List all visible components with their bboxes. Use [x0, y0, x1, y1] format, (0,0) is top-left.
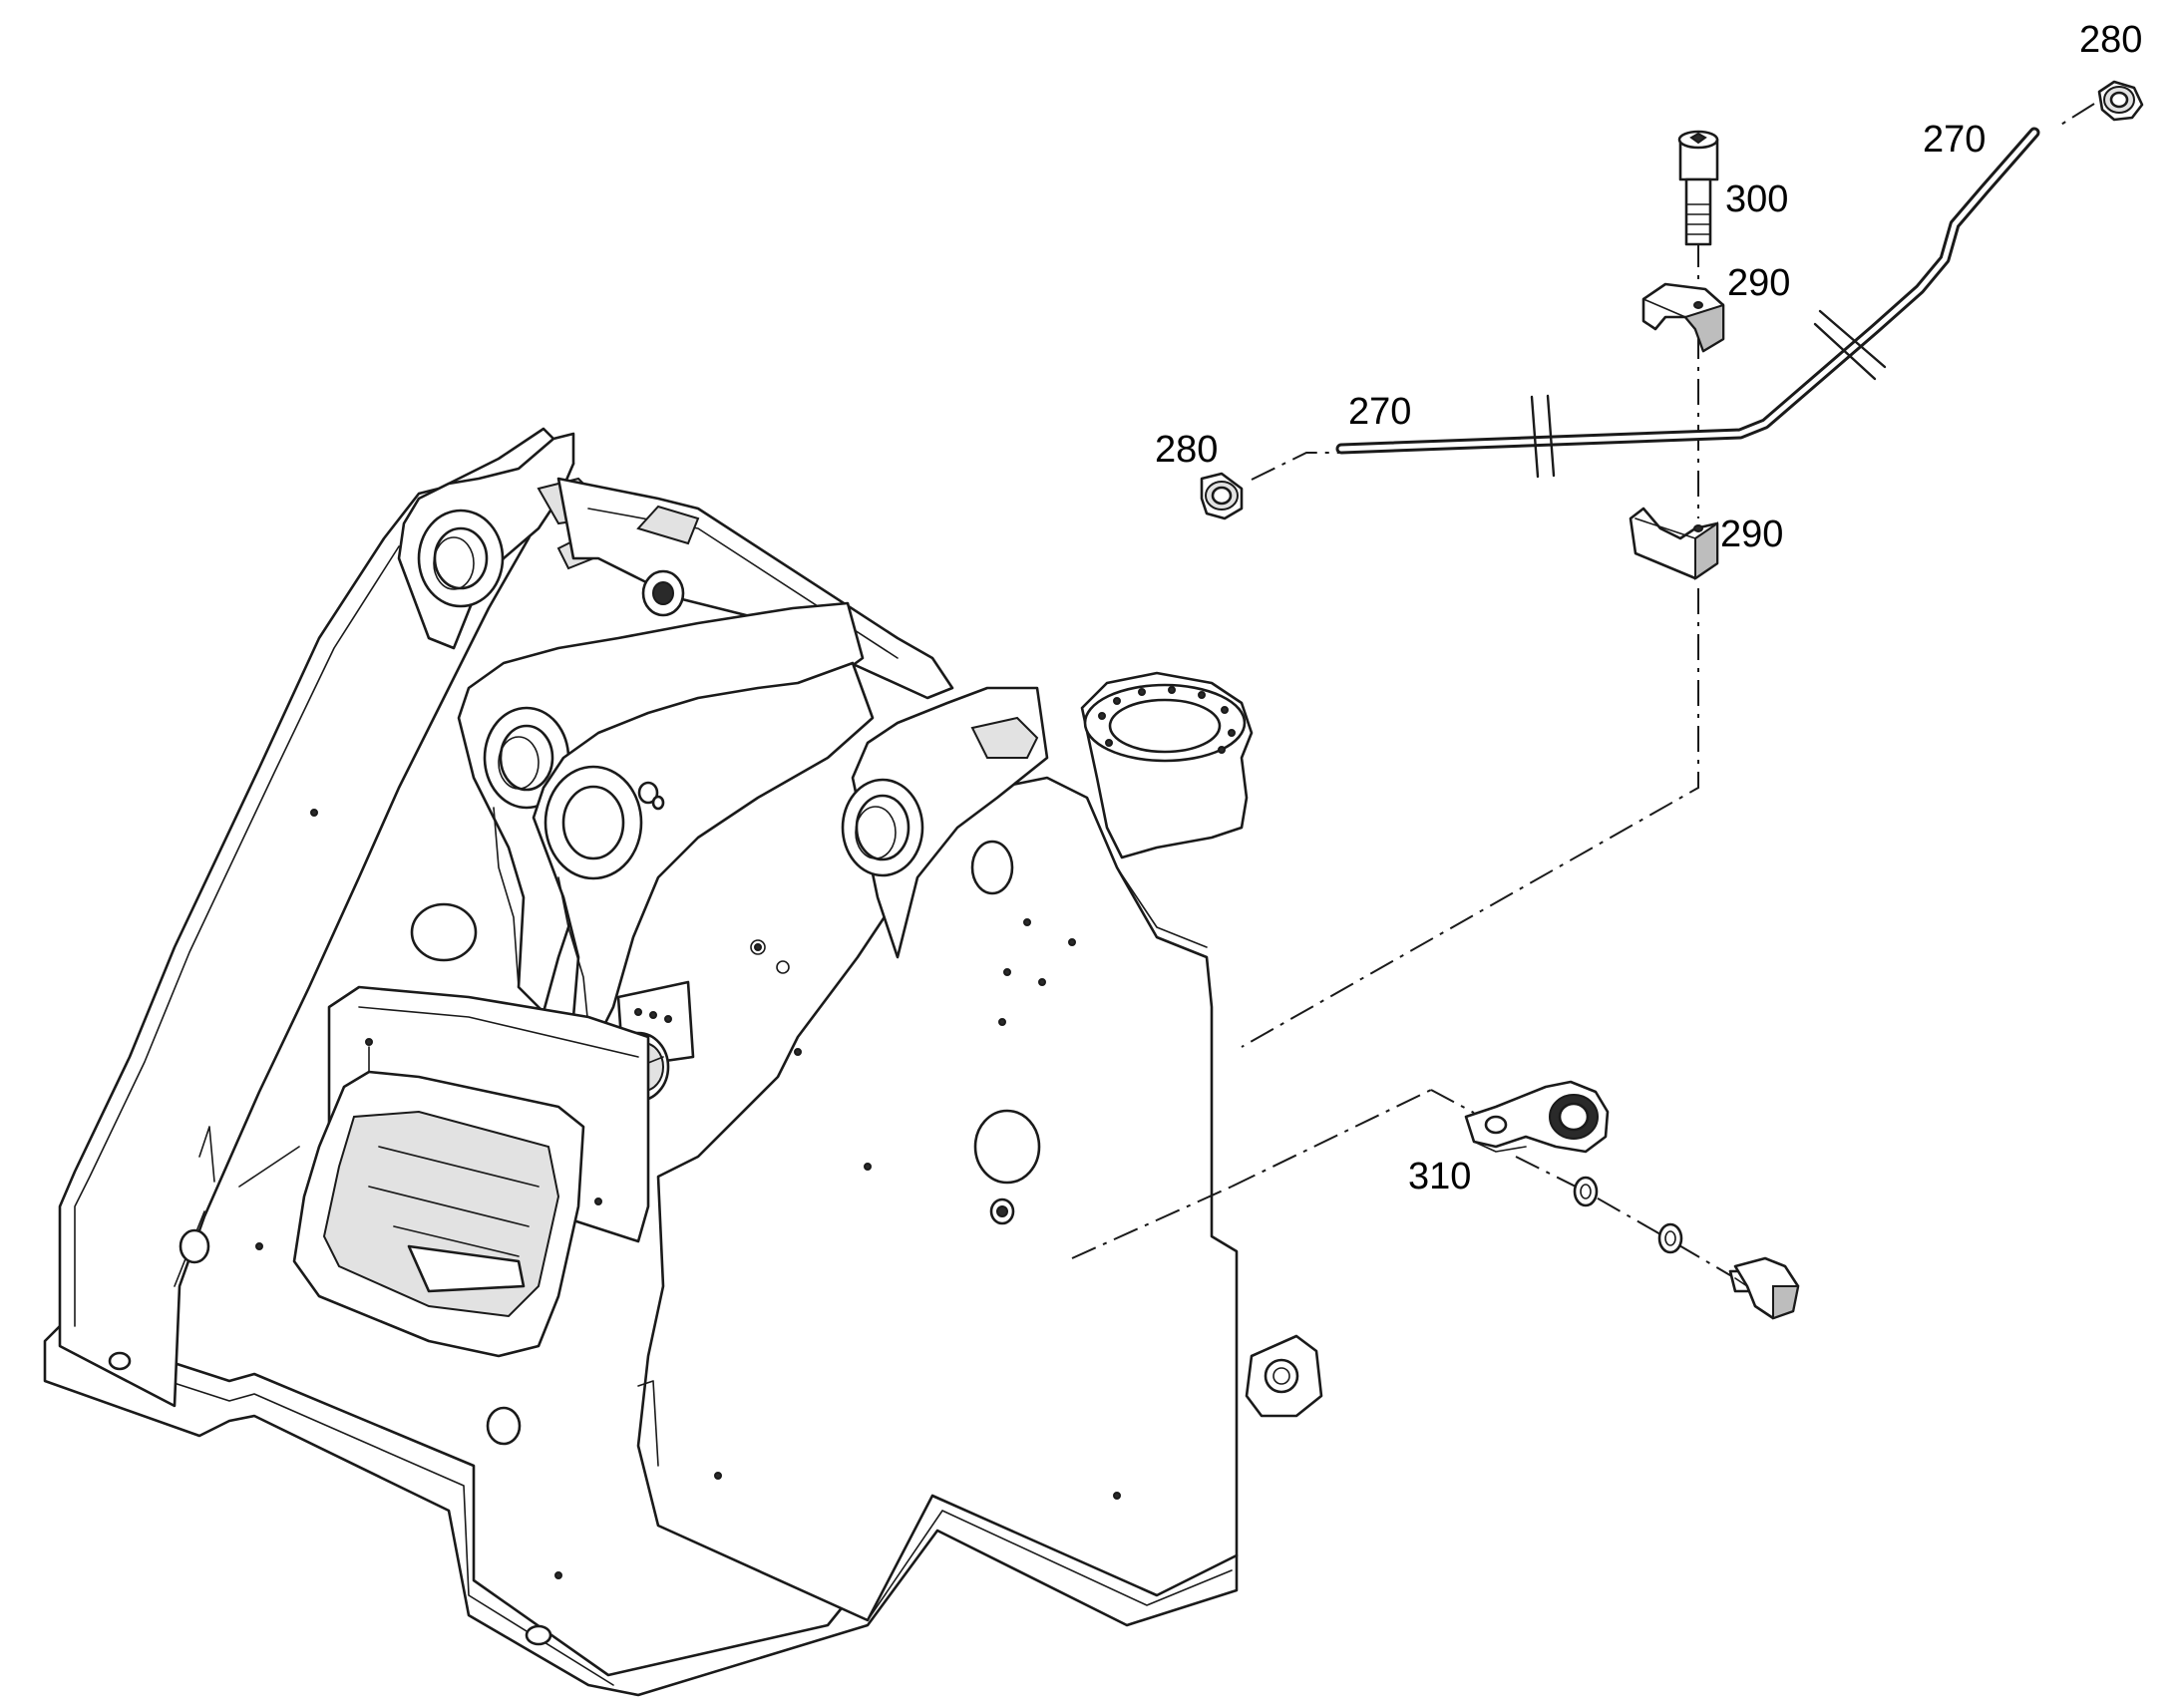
loader-front-frame: [43, 427, 1323, 1697]
assembly-line-nut-right: [2058, 103, 2095, 127]
assembly-line-clip: [1071, 1186, 1233, 1259]
callout-280-left: 280: [1155, 429, 1218, 471]
callout-310: 310: [1408, 1156, 1471, 1197]
assembly-line-to-frame: [1241, 588, 1699, 1048]
clamp-half-290-bottom: [1629, 507, 1719, 580]
callout-270-top: 270: [1923, 119, 1986, 161]
rod-270: [1335, 127, 2040, 479]
callout-290-top: 290: [1727, 262, 1790, 304]
callout-290-bottom: 290: [1720, 513, 1783, 555]
callout-270-left: 270: [1348, 391, 1411, 433]
assembly-line-nut-left: [1251, 452, 1351, 481]
clamp-half-290-top: [1641, 282, 1725, 353]
callout-300: 300: [1725, 178, 1788, 220]
callout-280-top: 280: [2079, 19, 2142, 61]
nut-280-left: [1200, 472, 1244, 520]
assembly-line-clip-frame: [1430, 1089, 1475, 1114]
assembly-line-washers: [1515, 1156, 1736, 1279]
washer-1: [1573, 1176, 1599, 1207]
washer-2: [1657, 1222, 1683, 1254]
nut-280-right: [2097, 80, 2144, 122]
assembly-line-clip-bolt: [1231, 1089, 1432, 1188]
cap-screw-300: [1677, 130, 1719, 246]
hex-bolt: [1728, 1256, 1800, 1320]
p-clip-310: [1464, 1080, 1610, 1154]
